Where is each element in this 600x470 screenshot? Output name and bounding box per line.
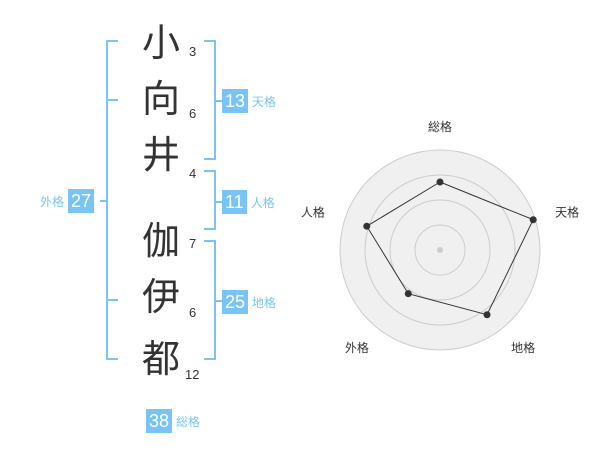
radar-point [436, 178, 444, 186]
soukaku-label: 総格 [176, 414, 201, 429]
radar-axis-label: 人格 [301, 205, 325, 220]
radar-point [404, 290, 412, 298]
stroke-count: 6 [189, 305, 197, 320]
gaikaku-connector [100, 200, 106, 202]
name-character: 伽 [141, 219, 180, 263]
name-character: 伊 [141, 275, 180, 319]
jinkaku-badge: 11 人格 [222, 190, 275, 214]
name-character: 都 [141, 337, 180, 381]
stroke-count: 4 [189, 166, 197, 181]
chikaku-connector [216, 300, 222, 302]
gaikaku-tick-bottom [106, 299, 118, 301]
tenkaku-connector [216, 100, 222, 102]
jinkaku-value: 11 [222, 190, 247, 214]
chikaku-badge: 25 地格 [222, 290, 276, 314]
chikaku-label: 地格 [252, 295, 277, 310]
name-character: 小 [141, 21, 180, 65]
stroke-count: 6 [189, 106, 197, 121]
name-character: 向 [141, 77, 180, 121]
soukaku-badge: 38 総格 [146, 409, 200, 433]
radar-axis-label: 外格 [345, 340, 369, 355]
gaikaku-label: 外格 [40, 194, 65, 209]
radar-center [437, 247, 443, 253]
radar-axis-label: 地格 [511, 340, 535, 355]
radar-point [363, 222, 371, 230]
radar-ring [364, 174, 516, 326]
radar-series-line [366, 181, 534, 316]
chikaku-bracket [204, 240, 216, 360]
tenkaku-bracket [204, 40, 216, 160]
stroke-count: 12 [185, 367, 200, 382]
tenkaku-label: 天格 [252, 94, 277, 109]
tenkaku-badge: 13 天格 [222, 89, 276, 113]
gaikaku-bracket [106, 40, 118, 360]
tenkaku-value: 13 [222, 89, 249, 113]
gaikaku-value: 27 [68, 189, 95, 213]
chikaku-value: 25 [222, 290, 249, 314]
jinkaku-label: 人格 [250, 195, 275, 210]
radar-point [483, 311, 491, 319]
radar-axis-label: 天格 [555, 205, 579, 220]
radar-ring [414, 224, 466, 276]
soukaku-value: 38 [146, 409, 173, 433]
radar-ring [389, 199, 491, 301]
radar-axis-label: 総格 [428, 119, 452, 134]
name-character: 井 [141, 133, 180, 177]
jinkaku-connector [216, 201, 222, 203]
gaikaku-tick-top [106, 99, 118, 101]
jinkaku-bracket [204, 170, 216, 230]
radar-point [529, 216, 537, 224]
gaikaku-badge: 外格 27 [40, 189, 95, 213]
stroke-count: 3 [189, 44, 197, 59]
stroke-count: 7 [189, 236, 197, 251]
